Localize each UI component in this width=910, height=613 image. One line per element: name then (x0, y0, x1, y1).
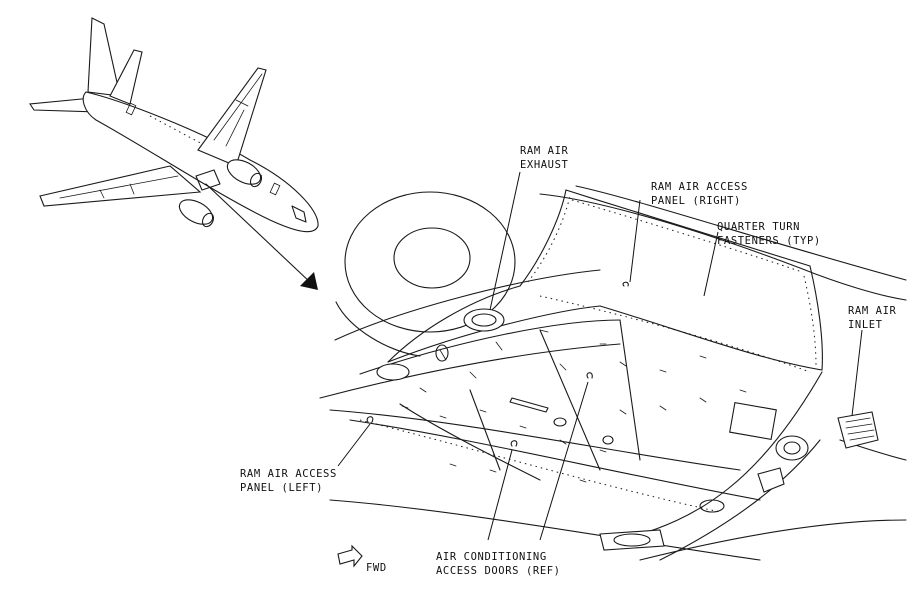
label-ram-air-inlet: RAM AIR INLET (848, 305, 903, 331)
label-ram-air-access-panel-left: RAM AIR ACCESS PANEL (LEFT) (240, 468, 344, 494)
label-ram-air-exhaust: RAM AIR EXHAUST (520, 145, 575, 171)
label-ram-air-access-panel-right: RAM AIR ACCESS PANEL (RIGHT) (651, 181, 755, 207)
fwd-arrow-icon (337, 544, 363, 568)
detail-view (319, 185, 907, 561)
label-quarter-turn-fasteners: QUARTER TURN FASTENERS (TYP) (717, 221, 821, 247)
label-air-conditioning-access-doors: AIR CONDITIONING ACCESS DOORS (REF) (436, 551, 561, 577)
leader-lines (337, 171, 863, 541)
airplane-locator-view (29, 17, 319, 290)
label-fwd: FWD (366, 562, 387, 574)
callout-labels: RAM AIR EXHAUST RAM AIR ACCESS PANEL (RI… (240, 145, 903, 577)
